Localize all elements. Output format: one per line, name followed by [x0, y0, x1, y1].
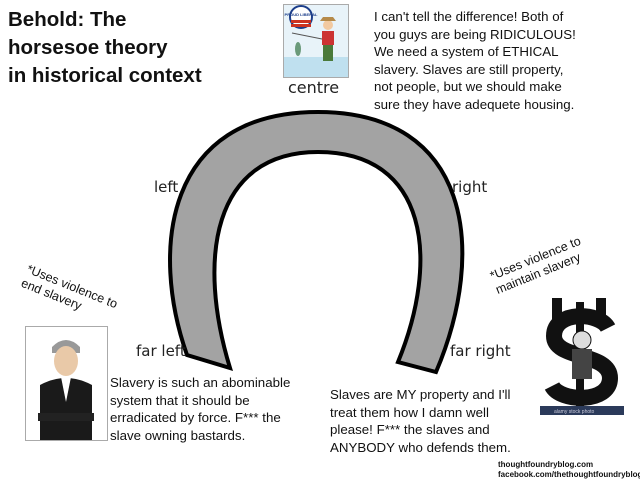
abolitionist-caricature-image [25, 326, 108, 441]
label-far-right: far right [450, 342, 511, 360]
quote-centre: I can't tell the difference! Both of you… [374, 9, 576, 112]
horseshoe-shape [168, 109, 465, 375]
stock-watermark: alamy stock photo [554, 409, 595, 415]
proud-liberal-fisherman-image: PROUD LIBERAL [283, 4, 349, 78]
quote-far-right: Slaves are MY property and I'll treat th… [330, 387, 511, 455]
proud-liberal-badge: PROUD LIBERAL [285, 12, 318, 17]
page-title: Behold: The horsesoe theory in historica… [8, 8, 202, 87]
label-left: left [154, 178, 179, 196]
quote-far-left: Slavery is such an abominable system tha… [110, 375, 291, 443]
dollar-sign-capitalist-image: alamy stock photo [540, 294, 624, 416]
label-far-left: far left [136, 342, 186, 360]
credits: thoughtfoundryblog.com facebook.com/thet… [498, 460, 640, 479]
label-right: right [452, 178, 488, 196]
label-centre: centre [288, 78, 340, 97]
